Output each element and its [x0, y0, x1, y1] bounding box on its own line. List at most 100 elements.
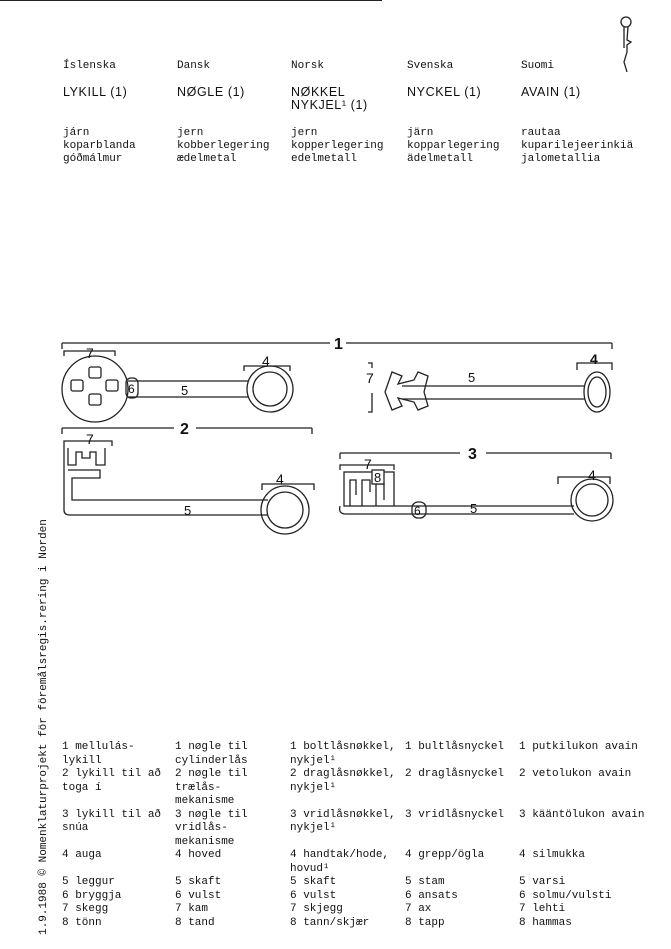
term-line: NYCKEL (1) — [407, 85, 482, 99]
key-icon — [620, 16, 633, 73]
legend-line: 6 solmu/vulsti — [519, 889, 612, 902]
legend-line: 7 skegg — [62, 903, 109, 915]
legend-line: 5 skaft — [175, 876, 222, 888]
legend-no: 1 boltlåsnøkkel, nykjel¹ 2 draglåsnøkkel… — [290, 741, 396, 930]
legend-line: 4 silmukka — [519, 849, 586, 861]
legend-line: 4 auga — [62, 849, 102, 861]
materials-no: jern kopperlegering edelmetall — [291, 127, 383, 166]
legend-da: 1 nøgle til cylinderlås 2 nøgle til træl… — [175, 741, 248, 930]
material-line: edelmetall — [291, 153, 358, 165]
legend-line: 7 kam — [175, 903, 209, 915]
legend-line: 5 skaft — [290, 876, 337, 888]
legend-line: 5 varsi — [519, 876, 566, 888]
label-4d: 4 — [588, 467, 596, 483]
legend-line: 1 nøgle til — [175, 741, 248, 753]
legend-line: 3 lykill til að — [62, 808, 162, 821]
legend-line: mekanisme — [175, 795, 235, 807]
label-4c: 4 — [276, 471, 284, 487]
side-caption: 1.9.1988 © Nomenklaturprojekt för föremå… — [38, 519, 50, 935]
legend-line: lykill — [62, 754, 102, 767]
label-7: 7 — [86, 345, 94, 361]
legend-line — [519, 755, 644, 769]
legend-line: 8 tand — [175, 916, 215, 929]
material-line: koparblanda — [63, 140, 136, 152]
materials-sv: järn kopparlegering ädelmetall — [407, 127, 499, 166]
lang-header-da: Dansk — [177, 60, 211, 72]
legend-line: 4 grepp/ögla — [405, 849, 485, 861]
top-rule — [0, 0, 382, 1]
legend-line — [519, 863, 644, 877]
legend-line: 6 vulst — [175, 889, 222, 902]
legend-line — [405, 822, 504, 836]
legend-line — [519, 795, 644, 809]
term-is: LYKILL (1) — [63, 86, 127, 99]
legend-line — [519, 836, 644, 850]
legend-line — [405, 782, 504, 796]
label-6d: 6 — [414, 504, 421, 518]
term-da: NØGLE (1) — [177, 86, 245, 99]
material-line: járn — [63, 127, 90, 139]
materials-is: járn koparblanda góðmálmur — [63, 127, 136, 166]
legend-line: 3 vridlåsnyckel — [405, 808, 505, 821]
material-line: jern — [177, 127, 204, 139]
legend-line: 8 tann/skjær — [290, 916, 370, 929]
legend-line: 1 putkilukon avain — [519, 741, 638, 753]
legend-line: 3 nøgle til — [175, 808, 248, 821]
legend-line: nykjel¹ — [290, 822, 337, 834]
legend-line: snúa — [62, 822, 89, 834]
legend-line: cylinderlås — [175, 754, 248, 767]
legend-line: 2 draglåsnyckel — [405, 768, 505, 780]
legend-line: 1 bultlåsnyckel — [405, 741, 505, 753]
label-1: 1 — [334, 336, 343, 353]
legend-line — [175, 863, 248, 877]
label-2: 2 — [180, 421, 189, 438]
legend-line: 8 hammas — [519, 916, 572, 929]
legend-line: mekanisme — [175, 835, 235, 848]
legend-line: nykjel¹ — [290, 754, 337, 767]
materials-da: jern kobberlegering ædelmetal — [177, 127, 269, 166]
legend-line: 4 hoved — [175, 849, 222, 861]
material-line: kopparlegering — [407, 140, 500, 152]
key-1-bolt — [368, 362, 613, 413]
legend-line: 5 stam — [405, 876, 445, 888]
legend-line: 2 vetolukon avain — [519, 768, 632, 780]
legend-line — [290, 795, 396, 809]
legend-line — [519, 782, 644, 796]
label-4: 4 — [262, 353, 270, 369]
label-7d: 7 — [364, 456, 372, 472]
label-5c: 5 — [184, 503, 191, 518]
legend-line: 6 bryggja — [62, 889, 122, 902]
legend-line — [405, 755, 504, 769]
lang-header-sv: Svenska — [407, 60, 454, 72]
legend-line — [62, 836, 161, 850]
label-8: 8 — [374, 470, 381, 485]
term-fi: AVAIN (1) — [521, 86, 581, 99]
legend-line — [62, 795, 161, 809]
legend-line: 1 mellulás- — [62, 741, 135, 753]
legend-line — [405, 863, 504, 877]
term-sv: NYCKEL (1) — [407, 86, 481, 99]
lang-header-is: Íslenska — [63, 60, 116, 72]
material-line: järn — [407, 127, 434, 139]
label-7b: 7 — [366, 370, 374, 386]
legend-line: 8 tönn — [62, 916, 102, 929]
legend-line: 3 vridlåsnøkkel, — [290, 808, 396, 821]
legend-fi: 1 putkilukon avain 2 vetolukon avain 3 k… — [519, 741, 644, 930]
legend-line — [519, 822, 644, 836]
label-4b: 4 — [590, 351, 598, 367]
materials-fi: rautaa kuparilejeerinkiä jalometallia — [521, 127, 633, 166]
key-2-drag — [63, 440, 315, 535]
label-5d: 5 — [470, 501, 477, 516]
legend-line: 2 draglåsnøkkel, — [290, 768, 396, 780]
legend-line: toga í — [62, 781, 102, 794]
lang-header-no: Norsk — [291, 60, 325, 72]
material-line: kopperlegering — [291, 140, 384, 152]
legend-line — [405, 795, 504, 809]
term-line: NYKJEL¹ (1) — [291, 98, 368, 112]
legend-line: 4 handtak/hode, — [290, 849, 390, 861]
legend-is: 1 mellulás- lykill 2 lykill til að toga … — [62, 741, 161, 930]
legend-line: 5 leggur — [62, 876, 115, 888]
legend-line: 1 boltlåsnøkkel, — [290, 741, 396, 753]
legend-line: 7 ax — [405, 903, 432, 915]
